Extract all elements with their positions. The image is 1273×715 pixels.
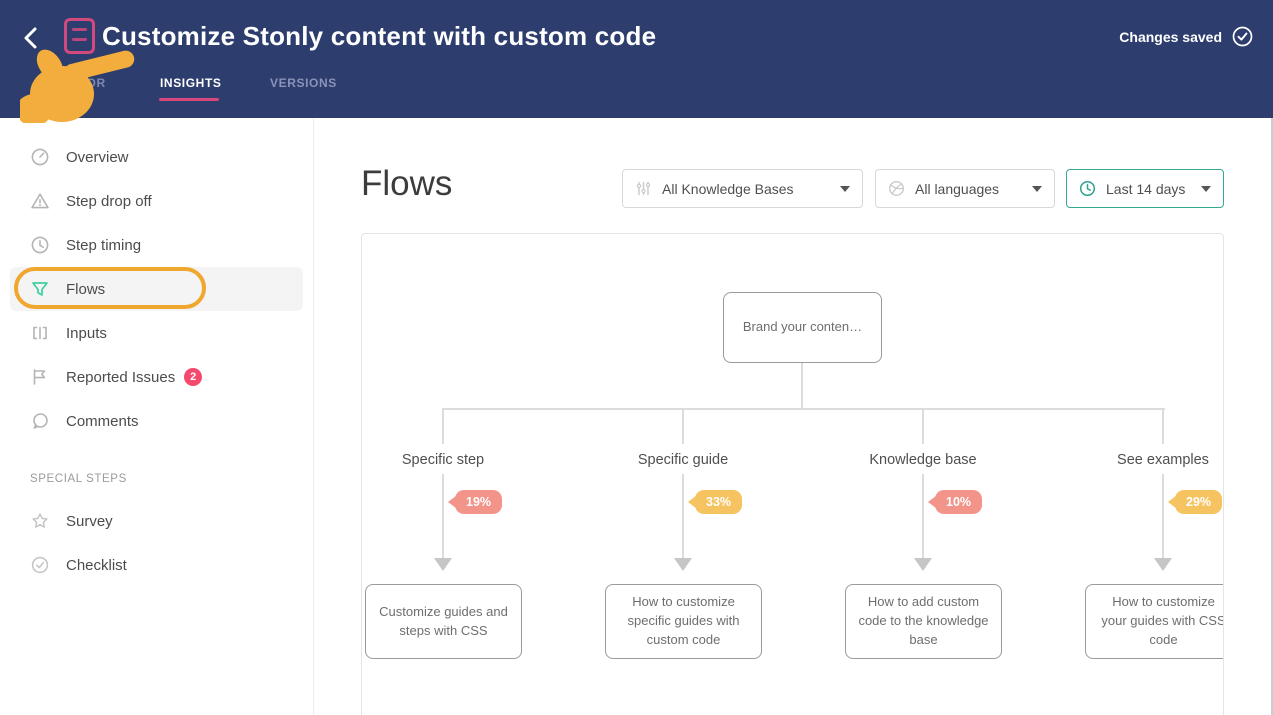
- sidebar-item-label: Comments: [66, 412, 139, 430]
- connector-line: [922, 474, 924, 558]
- connector-line: [682, 408, 684, 444]
- connector-line: [1162, 474, 1164, 558]
- warning-icon: [30, 191, 50, 211]
- date-range-filter-dropdown[interactable]: Last 14 days: [1066, 169, 1224, 208]
- sidebar-item-flows[interactable]: Flows: [10, 267, 303, 311]
- caret-down-icon: [1032, 185, 1042, 192]
- funnel-icon: [30, 279, 50, 299]
- sidebar-item-survey[interactable]: Survey: [10, 499, 303, 543]
- arrow-down-icon: [674, 558, 692, 571]
- main-content: Flows All Knowledge Bases All languages …: [314, 118, 1273, 715]
- check-circle-icon: [1232, 26, 1253, 47]
- sidebar-item-label: Step drop off: [66, 192, 152, 210]
- branch-label: See examples: [1117, 452, 1209, 468]
- guide-document-icon: [64, 18, 95, 54]
- active-tab-underline: [159, 98, 219, 101]
- flows-page-heading: Flows: [361, 164, 453, 203]
- sidebar-item-step-drop-off[interactable]: Step drop off: [10, 179, 303, 223]
- branch-label: Knowledge base: [869, 452, 977, 468]
- sidebar-item-comments[interactable]: Comments: [10, 399, 303, 443]
- percent-badge: 10%: [928, 490, 983, 514]
- sidebar-item-label: Step timing: [66, 236, 142, 254]
- window-edge-line: [1271, 118, 1273, 715]
- sidebar-item-label: Overview: [66, 148, 129, 166]
- branch-label: Specific guide: [637, 452, 729, 468]
- flow-step-node[interactable]: Customize guides and steps with CSS: [365, 584, 522, 659]
- clock-icon: [30, 235, 50, 255]
- sidebar-item-label: Checklist: [66, 556, 127, 574]
- tab-insights[interactable]: INSIGHTS: [160, 76, 222, 90]
- sidebar-item-label: Reported Issues: [66, 368, 176, 386]
- percent-badge: 33%: [688, 490, 743, 514]
- input-brackets-icon: [30, 323, 50, 343]
- sidebar-item-label: Survey: [66, 512, 113, 530]
- changes-saved-status: Changes saved: [1119, 26, 1253, 47]
- page-title: Customize Stonly content with custom cod…: [102, 21, 657, 51]
- flow-root-node[interactable]: Brand your conten…: [723, 292, 882, 363]
- sidebar-item-reported-issues[interactable]: Reported Issues 2: [10, 355, 303, 399]
- reported-issues-count-badge: 2: [184, 368, 203, 386]
- flag-icon: [30, 367, 50, 387]
- top-header: Customize Stonly content with custom cod…: [0, 0, 1273, 123]
- flow-diagram-card: Brand your conten… Specific step Specifi…: [361, 233, 1224, 715]
- language-filter-dropdown[interactable]: All languages: [875, 169, 1055, 208]
- caret-down-icon: [1201, 185, 1211, 192]
- clock-icon: [1079, 180, 1096, 197]
- percent-badge: 29%: [1168, 490, 1223, 514]
- check-circle-icon: [30, 555, 50, 575]
- sidebar-item-label: Flows: [66, 280, 106, 298]
- star-icon: [30, 511, 50, 531]
- sidebar-item-checklist[interactable]: Checklist: [10, 543, 303, 587]
- percent-badge: 19%: [448, 490, 503, 514]
- insights-sidebar: Overview Step drop off Step timing Flows…: [0, 118, 314, 715]
- connector-line: [443, 408, 1165, 410]
- sidebar-item-inputs[interactable]: Inputs: [10, 311, 303, 355]
- arrow-down-icon: [434, 558, 452, 571]
- back-button[interactable]: [18, 24, 46, 52]
- special-steps-section-label: SPECIAL STEPS: [30, 473, 127, 485]
- tab-versions[interactable]: VERSIONS: [270, 76, 337, 90]
- flow-step-node[interactable]: How to customize specific guides with cu…: [605, 584, 762, 659]
- knowledge-base-filter-value: All Knowledge Bases: [662, 180, 794, 197]
- connector-line: [922, 408, 924, 444]
- date-range-filter-value: Last 14 days: [1106, 180, 1186, 197]
- flow-step-node[interactable]: How to customize your guides with CSS co…: [1085, 584, 1223, 659]
- connector-line: [682, 474, 684, 558]
- flow-step-node[interactable]: How to add custom code to the knowledge …: [845, 584, 1002, 659]
- arrow-down-icon: [914, 558, 932, 571]
- sidebar-item-overview[interactable]: Overview: [10, 135, 303, 179]
- connector-line: [442, 474, 444, 558]
- branch-label: Specific step: [401, 452, 485, 468]
- connector-line: [1162, 408, 1164, 444]
- tab-editor[interactable]: EDITOR: [57, 76, 106, 90]
- comment-icon: [30, 411, 50, 431]
- sidebar-item-step-timing[interactable]: Step timing: [10, 223, 303, 267]
- gauge-icon: [30, 147, 50, 167]
- connector-line: [801, 363, 803, 408]
- caret-down-icon: [840, 185, 850, 192]
- arrow-down-icon: [1154, 558, 1172, 571]
- knowledge-base-sliders-icon: [635, 180, 652, 197]
- globe-icon: [888, 180, 905, 197]
- knowledge-base-filter-dropdown[interactable]: All Knowledge Bases: [622, 169, 863, 208]
- connector-line: [442, 408, 444, 444]
- sidebar-item-label: Inputs: [66, 324, 107, 342]
- chevron-left-icon: [24, 27, 37, 49]
- language-filter-value: All languages: [915, 180, 1000, 197]
- changes-saved-label: Changes saved: [1119, 28, 1222, 45]
